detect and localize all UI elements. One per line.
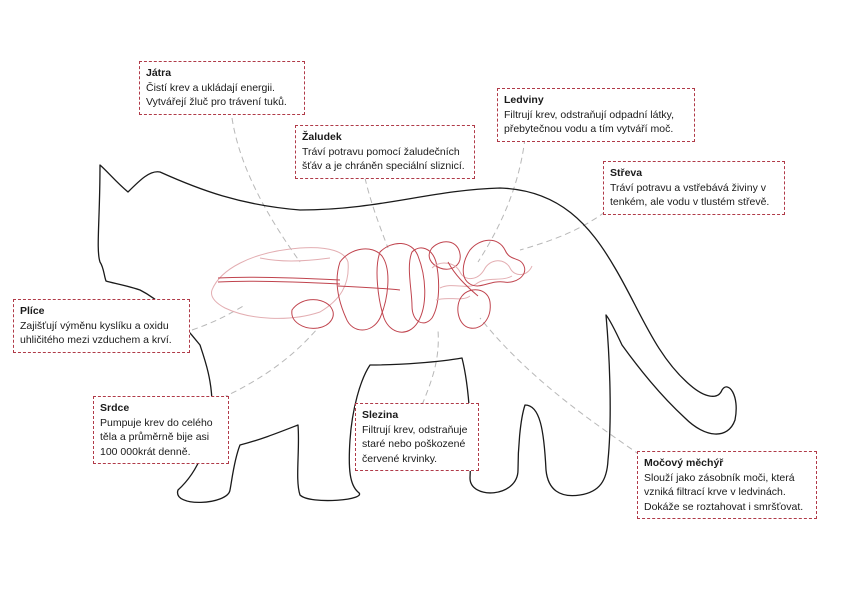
heart (291, 299, 334, 329)
callout-plice: Plíce Zajišťují výměnu kyslíku a oxidu u… (13, 299, 190, 353)
leader-plice (191, 304, 246, 331)
callout-text: Zajišťují výměnu kyslíku a oxidu uhličit… (20, 319, 172, 347)
leader-zaludek (364, 177, 389, 249)
trachea-2 (217, 276, 341, 281)
callout-slezina: Slezina Filtrují krev, odstraňuje staré … (355, 403, 479, 471)
cat-body-outline (97, 164, 737, 504)
lungs (211, 247, 349, 319)
leader-streva (519, 211, 606, 251)
callout-text: Slouží jako zásobník moči, která vzniká … (644, 471, 804, 513)
callout-title: Ledviny (504, 94, 544, 106)
leader-slezina (421, 329, 439, 406)
callout-text: Tráví potravu pomocí žaludečních šťáv a … (302, 145, 465, 173)
ureter (447, 261, 479, 297)
callout-text: Tráví potravu a vstřebává živiny v tenké… (610, 181, 770, 209)
callout-jatra: Játra Čistí krev a ukládají energii. Vyt… (139, 61, 305, 115)
stomach (376, 243, 426, 333)
intestines-dark (462, 239, 526, 287)
callout-title: Plíce (20, 305, 45, 317)
callout-text: Pumpuje krev do celého těla a průměrně b… (100, 416, 213, 458)
callout-mocovy-mechyr: Močový měchýř Slouží jako zásobník moči,… (637, 451, 817, 519)
spleen (408, 247, 440, 324)
callout-title: Srdce (100, 402, 130, 414)
leader-srdce (221, 327, 319, 399)
callout-zaludek: Žaludek Tráví potravu pomocí žaludečních… (295, 125, 475, 179)
leader-mocovy-mechyr (479, 317, 641, 456)
callout-title: Žaludek (302, 131, 342, 143)
esophagus (337, 285, 401, 291)
intestines (431, 260, 533, 301)
callout-title: Slezina (362, 409, 399, 421)
trachea (217, 280, 341, 285)
callout-streva: Střeva Tráví potravu a vstřebává živiny … (603, 161, 785, 215)
leader-ledviny (477, 137, 526, 263)
callout-ledviny: Ledviny Filtrují krev, odstraňují odpadn… (497, 88, 695, 142)
callout-text: Filtrují krev, odstraňují odpadní látky,… (504, 108, 675, 136)
callout-title: Střeva (610, 167, 643, 179)
callout-title: Játra (146, 67, 172, 79)
callout-srdce: Srdce Pumpuje krev do celého těla a prům… (93, 396, 229, 464)
callout-text: Čistí krev a ukládají energii. Vytvářejí… (146, 81, 287, 109)
callout-title: Močový měchýř (644, 457, 724, 469)
liver (336, 248, 389, 331)
bladder (457, 289, 491, 329)
callout-text: Filtrují krev, odstraňuje staré nebo poš… (362, 423, 468, 465)
lungs-inner (259, 257, 331, 262)
kidney-1 (428, 241, 461, 270)
leader-jatra (231, 117, 301, 263)
